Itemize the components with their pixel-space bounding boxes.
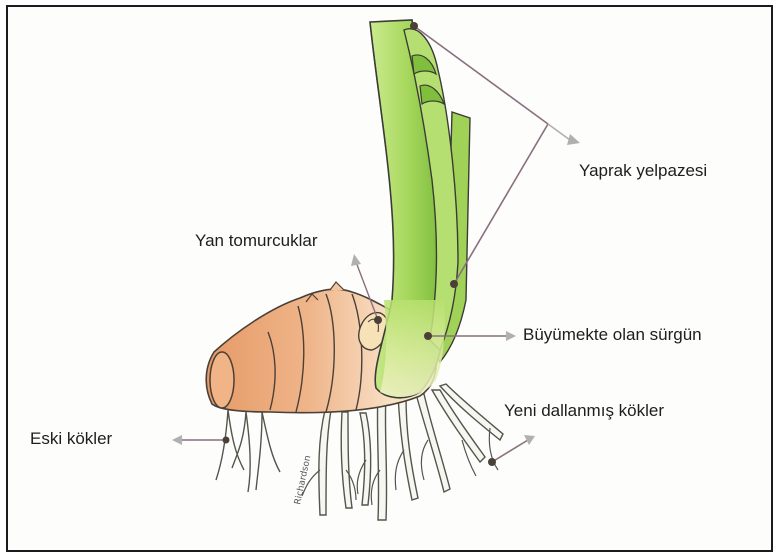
label-leaf-fan: Yaprak yelpazesi: [579, 161, 707, 181]
label-lateral-buds: Yan tomurcuklar: [195, 231, 318, 251]
leaf-fan: [370, 20, 470, 398]
label-old-roots: Eski kökler: [30, 429, 112, 449]
label-growing-shoot: Büyümekte olan sürgün: [523, 325, 702, 345]
label-new-roots: Yeni dallanmış kökler: [504, 401, 664, 421]
old-roots: [216, 410, 280, 492]
